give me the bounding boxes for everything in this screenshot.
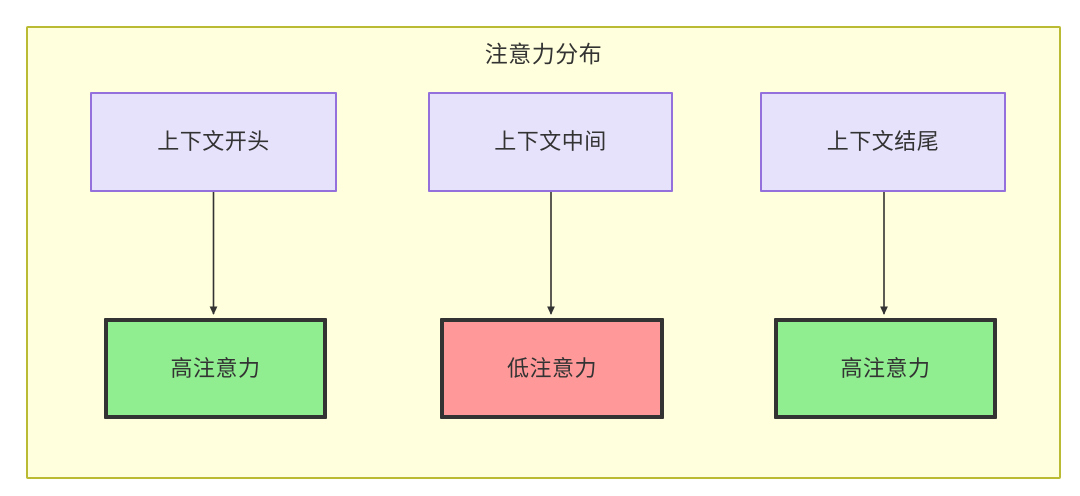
node-high-attention-start-label: 高注意力 <box>170 355 261 381</box>
node-context-middle[interactable]: 上下文中间 <box>428 92 673 192</box>
node-low-attention-middle-label: 低注意力 <box>506 355 597 381</box>
node-context-end-label: 上下文结尾 <box>826 129 940 154</box>
node-context-start-label: 上下文开头 <box>157 129 270 154</box>
node-low-attention-middle[interactable]: 低注意力 <box>440 318 664 419</box>
node-high-attention-end-label: 高注意力 <box>840 355 931 381</box>
node-high-attention-start[interactable]: 高注意力 <box>104 318 327 419</box>
node-context-middle-label: 上下文中间 <box>494 129 607 154</box>
node-context-start[interactable]: 上下文开头 <box>90 92 337 192</box>
node-context-end[interactable]: 上下文结尾 <box>760 92 1006 192</box>
subgraph-title: 注意力分布 <box>484 41 603 67</box>
node-high-attention-end[interactable]: 高注意力 <box>774 318 997 419</box>
